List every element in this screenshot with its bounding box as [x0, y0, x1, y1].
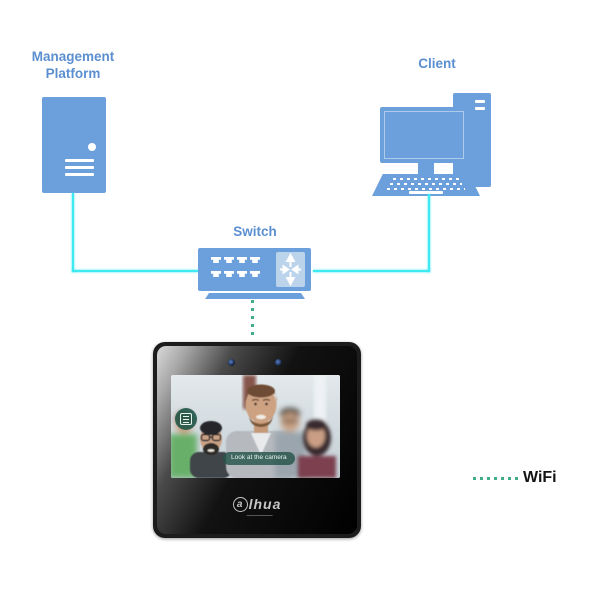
crossarrows-svg — [280, 252, 301, 287]
switch-port-icon — [211, 271, 221, 277]
dahua-logo-a: a — [232, 496, 248, 512]
keyboard-keys-row — [393, 178, 459, 180]
client-label: Client — [418, 56, 456, 71]
keyboard-spacebar — [409, 191, 443, 194]
switch-port-icon — [250, 257, 260, 263]
client-keyboard — [372, 174, 480, 196]
link-client-to-switch-vertical — [428, 194, 430, 272]
face-detect-icon — [175, 408, 197, 430]
monitor-bezel — [384, 111, 464, 159]
server-vent-line — [65, 159, 94, 162]
wifi-link-switch-to-device — [251, 300, 254, 340]
switch-port-icon — [250, 271, 260, 277]
camera-lens-icon — [228, 359, 235, 366]
switch-port-icon — [224, 257, 234, 263]
keyboard-keys-row — [390, 183, 462, 185]
client-computer-icon — [370, 90, 495, 200]
dahua-logo-rest: lhua — [248, 496, 282, 512]
tower-slot — [475, 100, 485, 103]
client-monitor — [380, 107, 468, 163]
link-server-to-switch-vertical — [72, 193, 74, 272]
keyboard-keys-row — [387, 188, 465, 190]
server-vent-line — [65, 166, 94, 169]
wifi-legend-dotted-line — [473, 477, 519, 480]
switch-icon — [198, 248, 311, 291]
face-detect-frame — [180, 413, 192, 425]
switch-crossarrows-icon — [276, 252, 305, 287]
switch-port-icon — [237, 257, 247, 263]
screen-prompt: Look at the camera — [223, 452, 295, 465]
switch-label: Switch — [233, 224, 277, 239]
server-led-dot — [88, 143, 96, 151]
switch-base — [205, 293, 305, 299]
server-icon — [42, 97, 106, 193]
management-platform-label: Management Platform — [31, 49, 115, 81]
link-server-to-switch-horizontal — [72, 270, 198, 272]
logo-subline — [246, 515, 273, 516]
wifi-legend-label: WiFi — [523, 469, 557, 486]
device-screen: Look at the camera — [171, 375, 340, 478]
camera-lens-icon — [275, 359, 282, 366]
server-vent-line — [65, 173, 94, 176]
switch-port-icon — [211, 257, 221, 263]
screen-photo — [171, 375, 340, 478]
switch-port-icon — [237, 271, 247, 277]
monitor-stand — [418, 163, 434, 174]
tower-slot — [475, 107, 485, 110]
switch-port-icon — [224, 271, 234, 277]
link-client-to-switch-horizontal — [313, 270, 430, 272]
